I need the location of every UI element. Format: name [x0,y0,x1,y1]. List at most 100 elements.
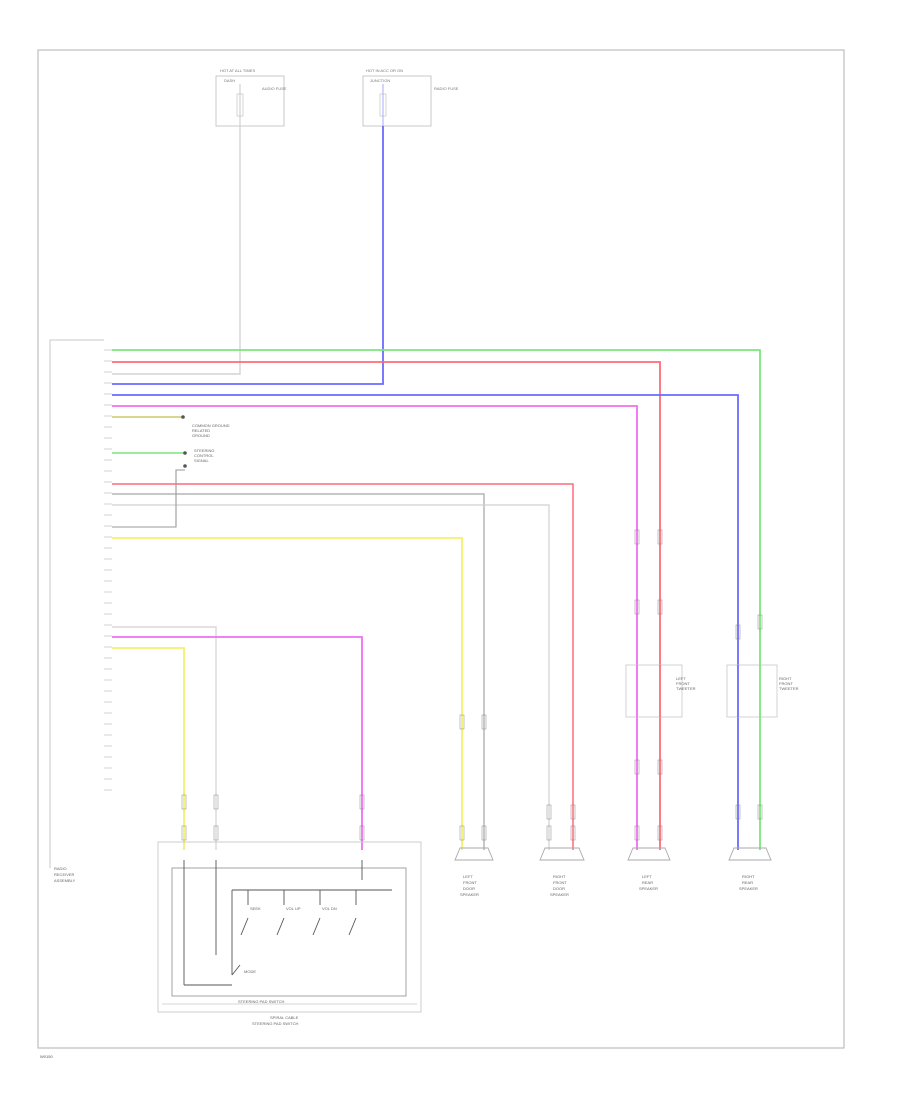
radio-label-1: RADIO [54,866,67,871]
connector-marker [459,714,465,730]
speaker-1-label-4: SPEAKER [460,892,479,897]
ground-note-3: GROUND [192,433,210,438]
wire-lf-speaker-pos [112,537,463,850]
left-front-speaker: LEFT FRONT DOOR SPEAKER [454,847,494,897]
speaker-4-label-3: SPEAKER [739,886,758,891]
radio-label-3: ASSEMBLY [54,878,76,883]
connector-marker [657,759,663,775]
fuse-box-1-title: HOT AT ALL TIMES [220,68,255,73]
wire-steer-yellow [112,647,185,850]
mode-note-2: CONTROL [194,453,214,458]
rf-tweeter-label-3: TWEETER [779,686,799,691]
switch-label-mode: MODE [244,969,256,974]
diagram-frame [37,49,845,1049]
left-rear-speaker: LEFT REAR SPEAKER [627,847,671,891]
switch-outer-label-2: STEERING PAD SWITCH [252,1021,298,1026]
connector-marker [757,804,763,820]
lf-tweeter-label-2: FRONT [676,681,690,686]
lf-tweeter-label-3: TWEETER [676,686,696,691]
speaker-1-label-3: DOOR [463,886,475,891]
wire-steer-pink [112,636,363,850]
connector-marker [735,624,741,640]
connector-marker [359,825,365,841]
ground-note-1: COMMON GROUND [192,423,230,428]
wire-shield [112,469,185,528]
radio-label-2: RECEIVER [54,872,75,877]
wire-radio-fuse [112,126,384,385]
fuse-box-2-sub: JUNCTION [370,78,390,83]
connector-marker [570,804,576,820]
connector-marker [634,759,640,775]
wire-lr-speaker-pos [112,405,638,850]
mode-note-1: STEERING [194,448,214,453]
connector-marker [459,825,465,841]
speaker-3-label-1: LEFT [642,874,652,879]
connector-marker [359,794,365,810]
connector-marker [657,825,663,841]
speaker-2-label-4: SPEAKER [550,892,569,897]
right-rear-speaker: RIGHT REAR SPEAKER [728,847,772,891]
rf-tweeter-label-2: FRONT [779,681,793,686]
connector-marker [481,714,487,730]
connector-marker [481,825,487,841]
connector-marker [757,614,763,630]
wire-rf-speaker-neg [112,504,550,850]
switch-label-seek: SEEK [250,906,261,911]
switch-contact-blade [240,917,249,936]
connector-marker [634,529,640,545]
connector-marker [181,825,187,841]
switch-inner-label: STEERING PAD SWITCH [238,999,284,1004]
rf-tweeter-label-1: RIGHT [779,676,792,681]
fuse-box-1-desc: AUDIO FUSE [262,86,287,91]
wire-audio-fuse [112,126,241,375]
switch-label-vol-dn: VOL DN [322,906,337,911]
speaker-2-label-2: FRONT [553,880,567,885]
speaker-1-label-1: LEFT [463,874,473,879]
connector-marker [634,825,640,841]
switch-contact-blade [348,917,357,936]
connector-marker [570,825,576,841]
connector-marker [213,794,219,810]
wire-lf-speaker-neg [112,493,485,850]
connector-markers [181,529,763,841]
connector-marker [546,825,552,841]
fuse-box-2-title: HOT IN ACC OR ON [366,68,403,73]
wire-steer-white [112,626,217,850]
connector-marker [546,804,552,820]
speaker-1-label-2: FRONT [463,880,477,885]
connector-marker [213,825,219,841]
lf-tweeter-label-1: LEFT [676,676,686,681]
connector-marker [657,599,663,615]
radio-pin-ticks [104,349,112,791]
right-front-speaker: RIGHT FRONT DOOR SPEAKER [539,847,585,897]
left-front-tweeter: LEFT FRONT TWEETER [625,664,696,718]
fuse-box-audio: HOT AT ALL TIMES DASH AUDIO FUSE [215,68,287,127]
switch-outer-label-1: SPIRAL CABLE [270,1015,299,1020]
switch-contact-blade [312,917,321,936]
speaker-3-label-2: REAR [642,880,653,885]
speaker-4-label-2: REAR [742,880,753,885]
speaker-3-label-3: SPEAKER [639,886,658,891]
connector-marker [735,804,741,820]
right-front-tweeter: RIGHT FRONT TWEETER [726,664,799,718]
fuse-box-radio: HOT IN ACC OR ON JUNCTION RADIO FUSE [362,68,459,127]
switch-label-vol-up: VOL UP [286,906,301,911]
switch-contact-blade [276,917,285,936]
switch-contacts [240,890,357,936]
connector-marker [181,794,187,810]
speaker-2-label-1: RIGHT [553,874,566,879]
speaker-2-label-3: DOOR [553,886,565,891]
fuse-box-1-sub: DASH [224,78,235,83]
radio-receiver: RADIO RECEIVER ASSEMBLY [49,339,112,883]
diagram-code: W0150 [40,1054,53,1059]
connector-marker [657,529,663,545]
wire-rf-speaker-pos [112,483,574,850]
wire-rr-speaker-neg [112,394,739,850]
steering-pad-switch: STEERING PAD SWITCH SPIRAL CABLE STEERIN… [157,841,422,1026]
mode-note-3: SIGNAL [194,458,209,463]
fuse-box-2-desc: RADIO FUSE [434,86,459,91]
ground-note-2: RELATED [192,428,210,433]
speaker-4-label-1: RIGHT [742,874,755,879]
connector-marker [634,599,640,615]
